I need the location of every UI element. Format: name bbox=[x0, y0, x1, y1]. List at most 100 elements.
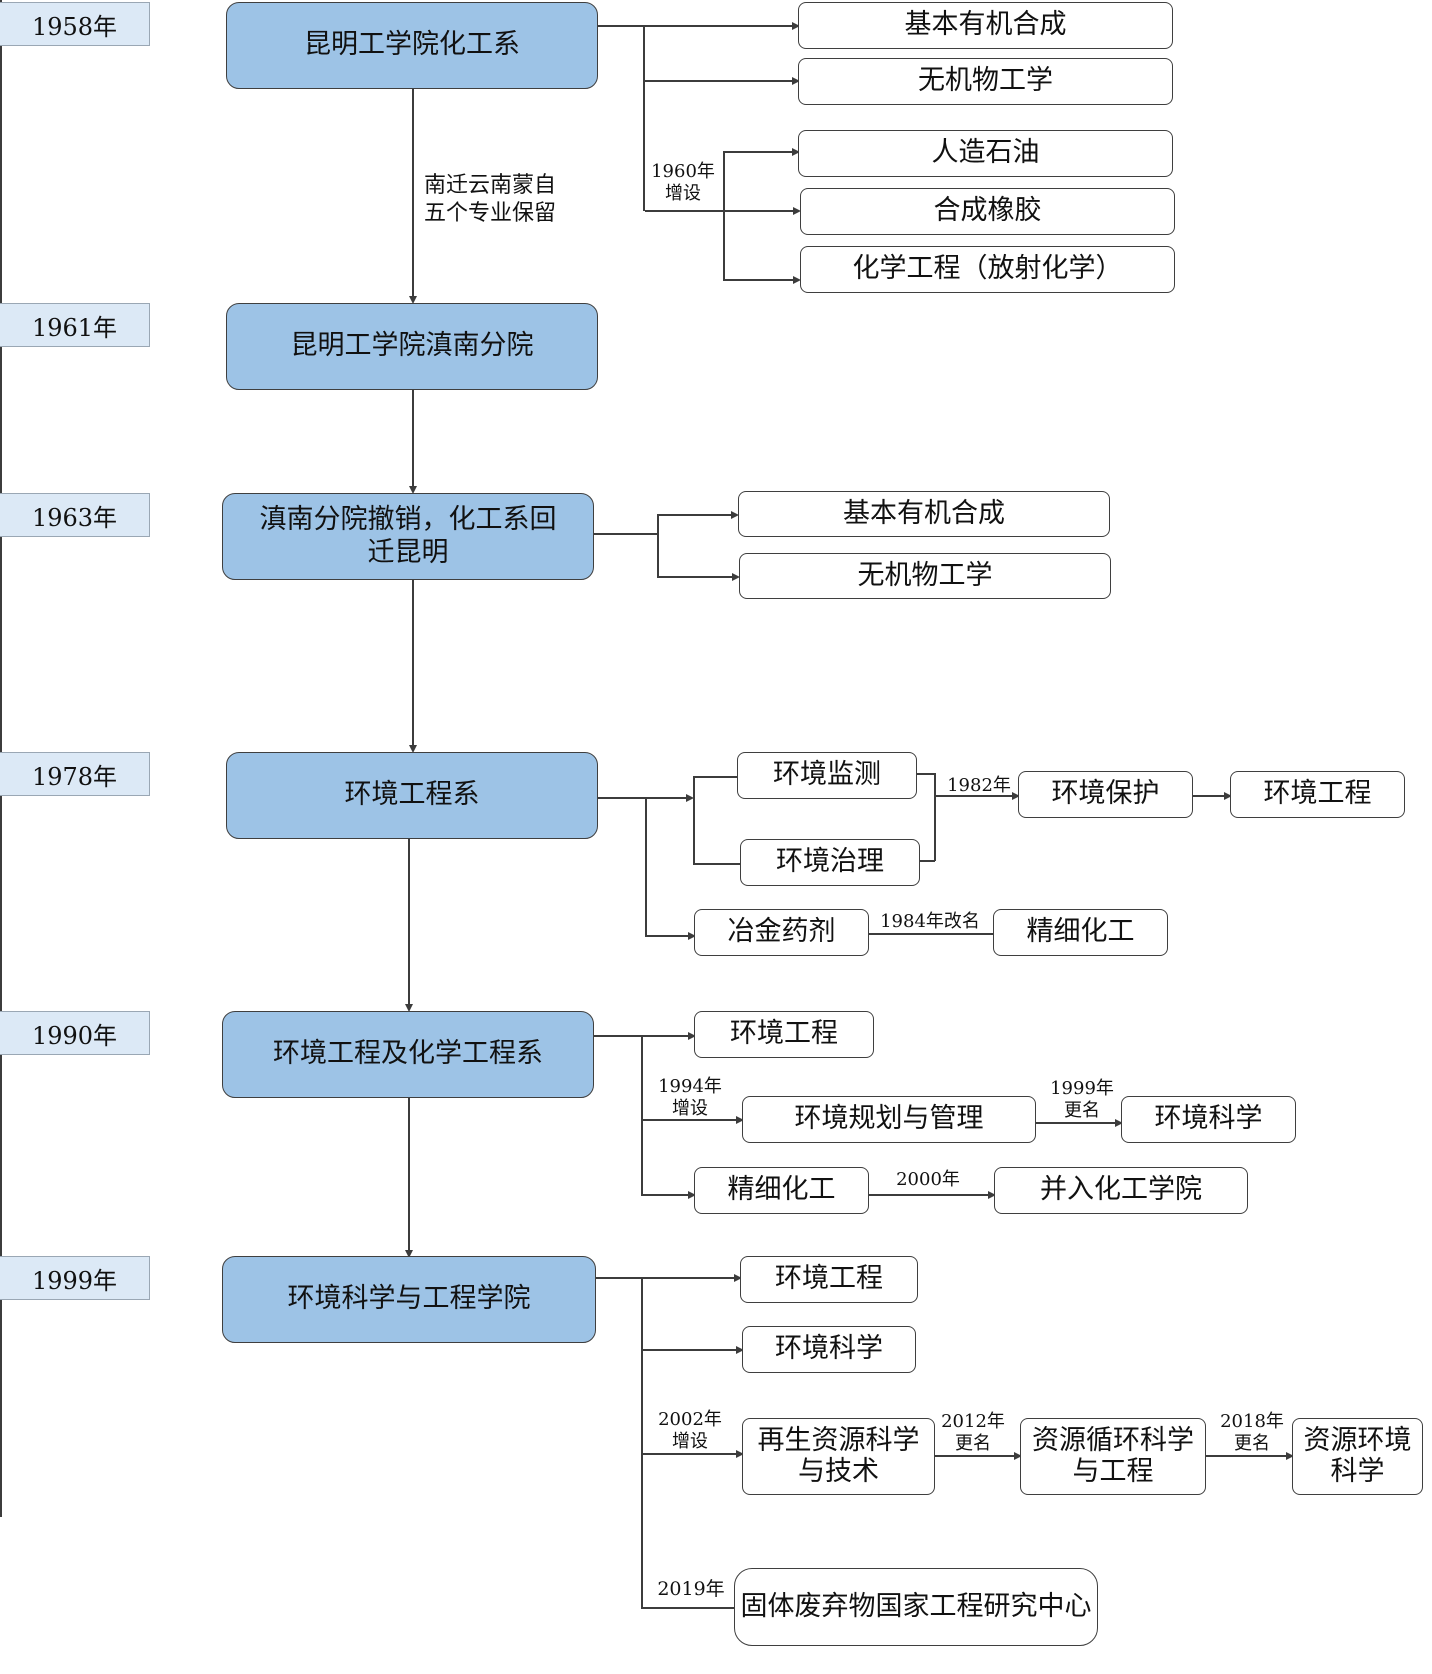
node-env-planning-management: 环境规划与管理 bbox=[742, 1096, 1036, 1143]
node-env-science-college: 环境科学 bbox=[742, 1326, 916, 1373]
node-chemical-engineering-radiochem: 化学工程（放射化学） bbox=[800, 246, 1175, 293]
arrow bbox=[1224, 792, 1232, 800]
node-env-engineering-college: 环境工程 bbox=[740, 1256, 918, 1303]
node-resource-env-science: 资源环境 科学 bbox=[1292, 1418, 1423, 1495]
node-fine-chemicals-1990: 精细化工 bbox=[694, 1167, 869, 1214]
connector bbox=[920, 860, 935, 862]
arrow bbox=[1286, 1452, 1294, 1460]
arrow bbox=[736, 1116, 744, 1124]
note-relocation: 南迁云南蒙自 五个专业保留 bbox=[424, 173, 557, 226]
connector bbox=[869, 933, 993, 935]
connector bbox=[723, 279, 799, 281]
arrow bbox=[736, 1346, 744, 1354]
arrow bbox=[793, 276, 801, 284]
connector bbox=[657, 514, 737, 516]
connector bbox=[935, 1455, 1020, 1457]
connector bbox=[693, 776, 737, 778]
note-1982: 1982年 bbox=[947, 775, 1011, 796]
note-2002-added: 2002年 增设 bbox=[658, 1409, 722, 1452]
connector bbox=[412, 89, 414, 297]
arrow bbox=[732, 573, 740, 581]
connector bbox=[641, 1194, 694, 1196]
arrow bbox=[405, 1250, 413, 1258]
connector bbox=[645, 797, 647, 936]
note-1994-added: 1994年 增设 bbox=[658, 1076, 722, 1119]
node-solid-waste-center: 固体废弃物国家工程研究中心 bbox=[734, 1568, 1098, 1646]
node-southern-yunnan-branch: 昆明工学院滇南分院 bbox=[226, 303, 598, 390]
node-env-engineering-dept: 环境工程系 bbox=[226, 752, 598, 839]
year-label-1999: 1999年 bbox=[0, 1256, 150, 1300]
connector bbox=[641, 1277, 643, 1608]
node-env-science-engineering-college: 环境科学与工程学院 bbox=[222, 1256, 596, 1343]
connector bbox=[935, 795, 1018, 797]
node-fine-chemicals-1984: 精细化工 bbox=[993, 909, 1168, 956]
connector bbox=[641, 1035, 643, 1195]
connector bbox=[412, 580, 414, 746]
node-inorganic-engineering: 无机物工学 bbox=[798, 58, 1173, 105]
connector bbox=[412, 390, 414, 487]
node-inorganic-engineering-1963: 无机物工学 bbox=[739, 553, 1111, 599]
node-env-monitoring: 环境监测 bbox=[737, 752, 917, 799]
connector bbox=[643, 25, 645, 211]
arrow bbox=[1012, 792, 1020, 800]
arrow bbox=[686, 794, 694, 802]
connector bbox=[1036, 1122, 1121, 1124]
node-artificial-petroleum: 人造石油 bbox=[798, 130, 1173, 177]
connector bbox=[596, 1277, 740, 1279]
year-label-1963: 1963年 bbox=[0, 493, 150, 537]
node-metallurgy-reagents: 冶金药剂 bbox=[694, 909, 869, 956]
connector bbox=[408, 839, 410, 1005]
arrow bbox=[688, 1191, 696, 1199]
connector bbox=[869, 1194, 994, 1196]
arrow bbox=[988, 1191, 996, 1199]
arrow bbox=[793, 207, 801, 215]
note-2000: 2000年 bbox=[896, 1169, 960, 1190]
arrow bbox=[688, 1032, 696, 1040]
arrow bbox=[405, 1004, 413, 1012]
arrow bbox=[409, 296, 417, 304]
node-basic-organic-synthesis-1963: 基本有机合成 bbox=[738, 491, 1110, 537]
node-env-engineering-1982: 环境工程 bbox=[1230, 771, 1405, 818]
connector bbox=[723, 151, 798, 153]
node-branch-revoked: 滇南分院撤销，化工系回 迁昆明 bbox=[222, 493, 594, 580]
arrow bbox=[734, 1274, 742, 1282]
connector bbox=[1193, 795, 1230, 797]
node-resource-recycling: 资源循环科学 与工程 bbox=[1020, 1418, 1206, 1495]
node-env-protection: 环境保护 bbox=[1018, 771, 1193, 818]
node-merged-into-chem-college: 并入化工学院 bbox=[994, 1167, 1248, 1214]
connector bbox=[657, 514, 659, 577]
connector bbox=[645, 935, 694, 937]
connector bbox=[934, 773, 936, 861]
connector bbox=[645, 210, 724, 212]
node-synthetic-rubber: 合成橡胶 bbox=[800, 188, 1175, 235]
connector bbox=[657, 576, 738, 578]
connector bbox=[594, 533, 658, 535]
note-1984-renamed: 1984年改名 bbox=[880, 911, 980, 932]
arrow bbox=[409, 745, 417, 753]
year-label-1961: 1961年 bbox=[0, 303, 150, 347]
arrow bbox=[792, 22, 800, 30]
arrow bbox=[736, 1450, 744, 1458]
connector bbox=[693, 776, 695, 864]
arrow bbox=[792, 77, 800, 85]
arrow bbox=[409, 486, 417, 494]
year-label-1958: 1958年 bbox=[0, 2, 150, 46]
node-env-governance: 环境治理 bbox=[740, 839, 920, 886]
year-label-1978: 1978年 bbox=[0, 752, 150, 796]
node-env-engineering-1990: 环境工程 bbox=[694, 1011, 874, 1058]
connector bbox=[645, 80, 797, 82]
connector bbox=[598, 25, 798, 27]
connector bbox=[643, 1349, 742, 1351]
note-1999-renamed: 1999年 更名 bbox=[1050, 1078, 1114, 1121]
node-basic-organic-synthesis: 基本有机合成 bbox=[798, 2, 1173, 49]
note-2012-renamed: 2012年 更名 bbox=[941, 1411, 1005, 1454]
connector bbox=[598, 797, 688, 799]
node-renewable-resources: 再生资源科学 与技术 bbox=[742, 1418, 935, 1495]
note-2019: 2019年 bbox=[657, 1578, 725, 1600]
arrow bbox=[1115, 1119, 1123, 1127]
connector bbox=[723, 210, 799, 212]
note-1960-added: 1960年 增设 bbox=[651, 161, 715, 204]
connector bbox=[408, 1098, 410, 1251]
node-env-chem-engineering-dept: 环境工程及化学工程系 bbox=[222, 1011, 594, 1098]
